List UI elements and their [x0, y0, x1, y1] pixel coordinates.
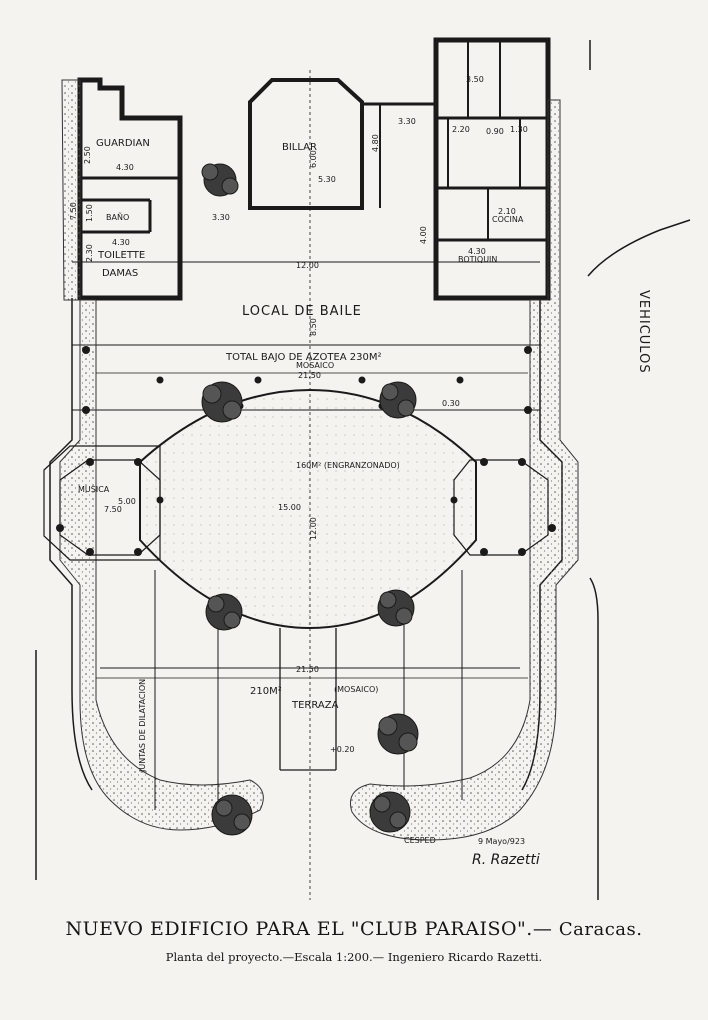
label-guardian: GUARDIAN — [96, 138, 150, 149]
dim-2-50: 2.50 — [83, 146, 92, 164]
dim-4-00: 4.00 — [419, 226, 428, 244]
dim-0-20: +0.20 — [330, 745, 355, 754]
trees — [201, 163, 419, 836]
terrace — [96, 70, 528, 900]
tree-2 — [201, 381, 243, 423]
plan-subtitle: Planta del proyecto.—Escala 1:200.— Inge… — [165, 950, 543, 964]
dim-2-30: 2.30 — [85, 244, 94, 262]
title-block: NUEVO EDIFICIO PARA EL "CLUB PARAISO".— … — [0, 918, 708, 964]
label-musica: MUSICA — [78, 485, 110, 494]
label-local-baile: LOCAL DE BAILE — [242, 304, 362, 319]
dim-0-90: 0.90 — [486, 127, 504, 136]
label-bano: BAÑO — [106, 212, 129, 222]
label-toilette: TOILETTE — [97, 250, 145, 261]
plan-title-main: NUEVO EDIFICIO PARA EL "CLUB PARAISO".— — [65, 918, 553, 940]
dim-3-50: 3.50 — [466, 75, 484, 84]
label-cesped: CESPED — [404, 836, 436, 845]
dim-1-50: 1.50 — [85, 204, 94, 222]
dim-8-50: 8.50 — [309, 318, 318, 336]
dim-4-30-right: 4.30 — [468, 247, 486, 256]
label-juntas: JUNTAS DE DILATACION — [138, 679, 147, 773]
dim-5-00: 5.00 — [118, 497, 136, 506]
tree-6 — [377, 713, 419, 755]
label-mosaico-1: MOSAICO — [296, 361, 334, 370]
label-mosaico-2: (MOSAICO) — [334, 685, 378, 694]
label-cocina: COCINA — [492, 215, 524, 224]
label-engranzonado: 160M² (ENGRANZONADO) — [296, 461, 400, 470]
tree-5 — [377, 589, 415, 627]
architect-signature: R. Razetti — [472, 852, 540, 868]
dim-6-00: 6.00 — [309, 150, 318, 168]
dim-12-00: 12.00 — [296, 261, 319, 270]
label-botiquin: BOTIQUIN — [458, 255, 497, 264]
label-terraza-area: 210M² — [250, 686, 282, 697]
central-dance-floor — [139, 388, 477, 630]
dim-7-50: 7.50 — [69, 202, 78, 220]
dim-3-30: 3.30 — [212, 213, 230, 222]
tree-4 — [205, 593, 243, 631]
dim-0-30: 0.30 — [442, 399, 460, 408]
dim-21-50-a: 21.50 — [298, 371, 321, 380]
plan-title: NUEVO EDIFICIO PARA EL "CLUB PARAISO".— … — [0, 918, 708, 940]
dim-4-30-bottom: 4.30 — [112, 238, 130, 247]
dim-4-80: 4.80 — [371, 134, 380, 152]
label-damas: DAMAS — [102, 268, 138, 279]
label-terraza: TERRAZA — [291, 700, 339, 711]
dimension-labels: 4.30 3.30 2.50 7.50 1.50 4.30 2.30 6.00 … — [69, 75, 528, 754]
room-labels: GUARDIAN BAÑO TOILETTE DAMAS BILLAR COCI… — [78, 138, 651, 868]
vehicle-road — [35, 40, 691, 900]
dim-21-50-b: 21.50 — [296, 665, 319, 674]
dim-2-10: 2.10 — [498, 207, 516, 216]
plan-title-city: Caracas. — [558, 919, 643, 940]
dim-2-20: 2.20 — [452, 125, 470, 134]
dim-7-50-b: 7.50 — [104, 505, 122, 514]
label-vehiculos: VEHICULOS — [636, 290, 651, 374]
dim-12-00-b: 12.00 — [309, 517, 318, 540]
tree-8 — [369, 791, 411, 833]
tree-3 — [379, 381, 417, 419]
dim-1-30: 1.30 — [510, 125, 528, 134]
label-total-azotea: TOTAL BAJO DE AZOTEA 230M² — [225, 352, 382, 363]
label-billar: BILLAR — [282, 142, 317, 153]
label-date: 9 Mayo/923 — [478, 837, 525, 846]
dim-3-30-b: 3.30 — [398, 117, 416, 126]
dim-15-00: 15.00 — [278, 503, 301, 512]
dim-4-30-top: 4.30 — [116, 163, 134, 172]
dim-5-30: 5.30 — [318, 175, 336, 184]
tree-1 — [201, 163, 239, 197]
tree-7 — [211, 794, 253, 836]
